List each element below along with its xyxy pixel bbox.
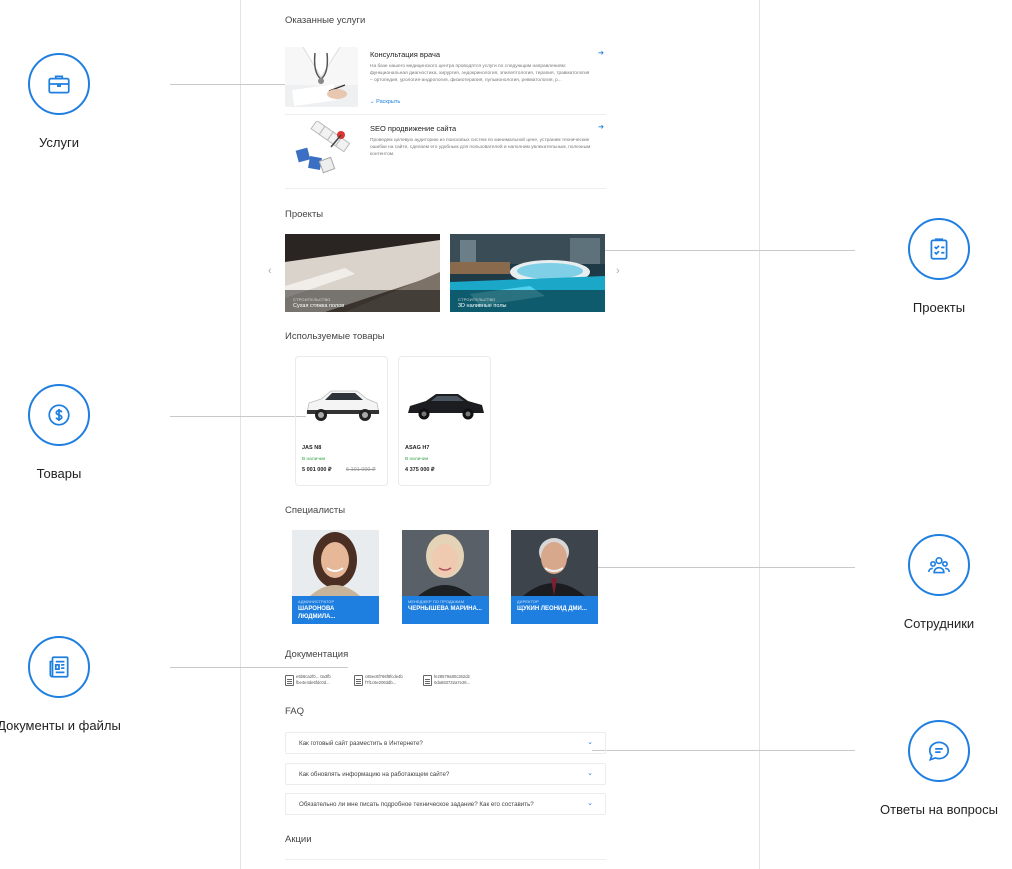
specialist-name: ШАРОНОВА ЛЮДМИЛА... bbox=[298, 606, 336, 620]
clipboard-check-icon bbox=[908, 218, 970, 280]
specialist-name: ЩУКИН ЛЕОНИД ДМИ... bbox=[517, 606, 587, 612]
column-right-border bbox=[759, 0, 760, 869]
expand-label: Раскрыть bbox=[376, 99, 401, 105]
service-title: SEO продвижение сайта bbox=[370, 124, 457, 133]
service-item[interactable]: SEO продвижение сайта Проведем целевую а… bbox=[285, 121, 606, 189]
specialist-role: ДИРЕКТОР bbox=[517, 600, 539, 604]
chat-bubble-icon bbox=[908, 720, 970, 782]
connector-documents bbox=[170, 667, 348, 668]
news-document-icon bbox=[28, 636, 90, 698]
feature-services: Услуги bbox=[0, 53, 144, 150]
column-left-border bbox=[240, 0, 241, 869]
dollar-coin-icon bbox=[28, 384, 90, 446]
feature-label: Услуги bbox=[39, 135, 79, 150]
specialist-role: МЕНЕДЖЕР ПО ПРОДАЖАМ bbox=[408, 600, 465, 604]
feature-label: Проекты bbox=[912, 300, 966, 315]
product-image-black-sedan bbox=[404, 379, 486, 429]
project-category: СТРОИТЕЛЬСТВО bbox=[458, 297, 496, 302]
service-description: На базе нашего медицинского центра прово… bbox=[370, 64, 590, 83]
file-icon bbox=[354, 675, 363, 686]
service-description: Проведем целевую аудиторию из поисковых … bbox=[370, 138, 591, 157]
arrow-right-icon[interactable]: ➔ bbox=[598, 124, 604, 131]
document-item[interactable]: e5b8ca2f0... 0a3fb fbe4e4de6fdc0d... bbox=[285, 674, 345, 688]
specialist-name: ЧЕРНЫШЕВА МАРИНА... bbox=[408, 606, 482, 612]
product-image-white-suv bbox=[301, 379, 383, 429]
service-image-seo bbox=[285, 121, 358, 181]
chevron-down-icon: ⌄ bbox=[587, 739, 593, 746]
product-old-price: 6 101 000 ₽ bbox=[346, 467, 376, 473]
feature-documents: Документы и файлы bbox=[0, 636, 144, 733]
feature-faq: Ответы на вопросы bbox=[854, 720, 1012, 817]
faq-item[interactable]: Обязательно ли мне писать подробное техн… bbox=[285, 793, 606, 815]
project-name: 3D наливные полы bbox=[458, 303, 507, 309]
connector-products bbox=[170, 416, 306, 417]
faq-question: Как обновлять информацию на работающем с… bbox=[299, 771, 450, 778]
connector-staff bbox=[583, 567, 855, 568]
project-category: СТРОИТЕЛЬСТВО bbox=[293, 297, 331, 302]
service-image-doctor bbox=[285, 47, 358, 107]
product-price: 4 375 000 ₽ bbox=[405, 467, 435, 473]
faq-item[interactable]: Как готовый сайт разместить в Интернете?… bbox=[285, 732, 606, 754]
feature-label: Товары bbox=[36, 466, 82, 481]
faq-question: Как готовый сайт разместить в Интернете? bbox=[299, 740, 423, 747]
chevron-down-icon: ⌄ bbox=[370, 99, 375, 105]
document-item[interactable]: fe28579a80c262d2 0da683732a7e26... bbox=[423, 674, 483, 688]
service-title: Консультация врача bbox=[370, 50, 441, 59]
carousel-next-button[interactable]: › bbox=[616, 265, 620, 277]
product-card[interactable]: JAS N8 В наличии 5 001 000 ₽ 6 101 000 ₽ bbox=[295, 356, 388, 486]
product-stock: В наличии bbox=[302, 457, 326, 462]
feature-label: Документы и файлы bbox=[0, 718, 121, 733]
document-name-cont: fbe4e4de6fdc0d... bbox=[296, 680, 330, 685]
faq-question: Обязательно ли мне писать подробное техн… bbox=[299, 801, 534, 808]
specialists-title: Специалисты bbox=[285, 505, 346, 516]
divider bbox=[285, 859, 606, 860]
chevron-down-icon: ⌄ bbox=[587, 800, 593, 807]
documents-title: Документация bbox=[285, 649, 349, 660]
product-price: 5 001 000 ₽ bbox=[302, 467, 332, 473]
arrow-right-icon[interactable]: ➔ bbox=[598, 50, 604, 57]
product-card[interactable]: ASAG H7 В наличии 4 375 000 ₽ bbox=[398, 356, 491, 486]
specialist-card[interactable]: АДМИНИСТРАТОР ШАРОНОВА ЛЮДМИЛА... bbox=[292, 530, 379, 624]
projects-title: Проекты bbox=[285, 209, 324, 220]
feature-projects: Проекты bbox=[854, 218, 1012, 315]
document-name: fe28579a80c262d2 bbox=[434, 674, 470, 679]
services-title: Оказанные услуги bbox=[285, 15, 366, 26]
products-title: Используемые товары bbox=[285, 331, 385, 342]
product-name: JAS N8 bbox=[302, 445, 322, 451]
feature-label: Ответы на вопросы bbox=[880, 802, 998, 817]
product-name: ASAG H7 bbox=[405, 445, 430, 451]
document-name: e5b8ca2f0... 0a3fb bbox=[296, 674, 331, 679]
document-name-cont: f7f1c6e2063db... bbox=[365, 680, 397, 685]
feature-products: Товары bbox=[0, 384, 144, 481]
faq-item[interactable]: Как обновлять информацию на работающем с… bbox=[285, 763, 606, 785]
project-card[interactable]: СТРОИТЕЛЬСТВО Сухая стяжка полов bbox=[285, 234, 440, 312]
specialist-photo bbox=[292, 530, 379, 596]
document-item[interactable]: c65ec8f766f8fcde4b f7f1c6e2063db... bbox=[354, 674, 414, 688]
feature-label: Сотрудники bbox=[903, 616, 975, 631]
chevron-down-icon: ⌄ bbox=[587, 770, 593, 777]
carousel-prev-button[interactable]: ‹ bbox=[268, 265, 272, 277]
project-card[interactable]: СТРОИТЕЛЬСТВО 3D наливные полы bbox=[450, 234, 605, 312]
document-name: c65ec8f766f8fcde4b bbox=[365, 674, 403, 679]
file-icon bbox=[285, 675, 294, 686]
product-stock: В наличии bbox=[405, 457, 429, 462]
specialist-photo bbox=[511, 530, 598, 596]
faq-title: FAQ bbox=[285, 706, 305, 717]
project-name: Сухая стяжка полов bbox=[293, 303, 345, 309]
document-name-cont: 0da683732a7e26... bbox=[434, 680, 471, 685]
specialist-photo bbox=[402, 530, 489, 596]
connector-services bbox=[170, 84, 294, 85]
promotions-title: Акции bbox=[285, 834, 312, 845]
specialist-role: АДМИНИСТРАТОР bbox=[298, 600, 335, 604]
briefcase-icon bbox=[28, 53, 90, 115]
specialist-card[interactable]: МЕНЕДЖЕР ПО ПРОДАЖАМ ЧЕРНЫШЕВА МАРИНА... bbox=[402, 530, 489, 624]
feature-staff: Сотрудники bbox=[854, 534, 1012, 631]
team-icon bbox=[908, 534, 970, 596]
specialist-card[interactable]: ДИРЕКТОР ЩУКИН ЛЕОНИД ДМИ... bbox=[511, 530, 598, 624]
service-item[interactable]: Консультация врача На базе нашего медици… bbox=[285, 47, 606, 115]
expand-link[interactable]: ⌄ Раскрыть bbox=[370, 99, 400, 105]
file-icon bbox=[423, 675, 432, 686]
connector-projects bbox=[583, 250, 855, 251]
connector-faq bbox=[592, 750, 855, 751]
